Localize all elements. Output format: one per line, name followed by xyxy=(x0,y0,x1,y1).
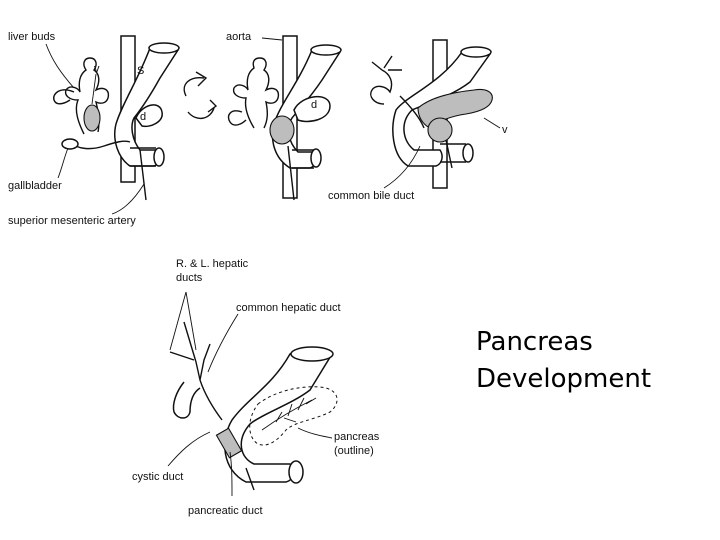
ventral-bud-2 xyxy=(269,115,295,145)
label-pancreas: pancreas xyxy=(334,431,380,443)
stomach-opening-4 xyxy=(290,346,334,362)
leader-aorta xyxy=(261,37,283,41)
rotation-arrow xyxy=(183,71,218,119)
leader-common-hepatic-duct xyxy=(207,313,239,373)
liver-bud-branch-1 xyxy=(53,89,75,105)
pancreatic-duct-branches xyxy=(261,397,317,431)
label-common-hepatic-duct: common hepatic duct xyxy=(236,302,341,314)
ventral-pancreas-3 xyxy=(427,117,453,143)
letter-v-3: v xyxy=(502,124,508,136)
bile-duct-1 xyxy=(69,140,131,150)
gallbladder-4 xyxy=(172,381,201,419)
liver-bud-branch-2 xyxy=(227,110,247,126)
letter-d-1: d xyxy=(140,111,146,123)
common-bile-duct-3 xyxy=(399,95,425,129)
label-hepatic-ducts-line1: R. & L. hepatic xyxy=(176,258,249,270)
leader-common-bile-duct xyxy=(383,145,421,189)
slide-title-line1: Pancreas xyxy=(476,327,593,357)
intestine-end-1 xyxy=(153,147,165,167)
label-superior-mesenteric-artery: superior mesenteric artery xyxy=(8,215,136,227)
duodenum-loop-1 xyxy=(135,104,163,128)
leader-sma xyxy=(111,183,145,215)
sma-2 xyxy=(287,145,295,201)
stage-3-drawing xyxy=(370,39,501,189)
label-common-bile-duct: common bile duct xyxy=(328,190,414,202)
intestine-end-2 xyxy=(310,148,322,168)
hepatic-ducts-4 xyxy=(169,321,223,421)
leader-pancreatic-duct xyxy=(229,451,233,497)
leader-liver-buds xyxy=(45,43,75,89)
intestine-end-4 xyxy=(288,460,304,484)
slide-title-line2: Development xyxy=(476,364,652,394)
liver-buds-3 xyxy=(370,55,402,105)
leader-hepatic-ducts xyxy=(169,291,197,351)
stomach-opening-2 xyxy=(310,44,342,56)
letter-d-2: d xyxy=(311,99,317,111)
ampulla-4 xyxy=(215,427,243,459)
gallbladder-1 xyxy=(61,138,79,150)
label-cystic-duct: cystic duct xyxy=(132,471,183,483)
sma-3 xyxy=(445,139,453,169)
stage-1-drawing xyxy=(45,35,180,215)
leader-v-3 xyxy=(483,117,501,129)
intestine-1 xyxy=(130,147,156,167)
label-gallbladder: gallbladder xyxy=(8,180,62,192)
label-liver-buds: liver buds xyxy=(8,31,56,43)
intestine-2 xyxy=(292,149,314,169)
label-pancreas-outline: (outline) xyxy=(334,445,374,457)
slide-title: Pancreas Development xyxy=(476,324,706,398)
label-aorta: aorta xyxy=(226,31,252,43)
intestine-end-3 xyxy=(462,143,474,163)
stomach-tube-4 xyxy=(224,347,333,483)
liver-buds-1 xyxy=(64,57,110,135)
stage-2-drawing xyxy=(227,35,342,201)
sma-4 xyxy=(245,467,255,491)
ventral-bud-1 xyxy=(83,104,101,132)
pancreas-outline xyxy=(249,386,338,446)
duodenum-loop-2 xyxy=(293,96,331,123)
leader-gallbladder xyxy=(57,147,69,179)
leader-v-1 xyxy=(91,73,97,105)
leader-cystic-duct xyxy=(167,431,211,467)
letter-v-1: v xyxy=(94,63,100,75)
liver-buds-2 xyxy=(232,57,280,129)
stomach-tube-3 xyxy=(392,48,491,167)
letter-s: S xyxy=(137,65,144,77)
stomach-opening-3 xyxy=(460,46,492,58)
intestine-3 xyxy=(440,143,466,163)
sma-1 xyxy=(139,149,147,201)
stomach-opening-1 xyxy=(148,42,180,54)
stage-4-drawing xyxy=(167,291,338,497)
label-hepatic-ducts-line2: ducts xyxy=(176,272,203,284)
label-pancreatic-duct: pancreatic duct xyxy=(188,505,263,517)
leader-pancreas xyxy=(297,427,333,439)
